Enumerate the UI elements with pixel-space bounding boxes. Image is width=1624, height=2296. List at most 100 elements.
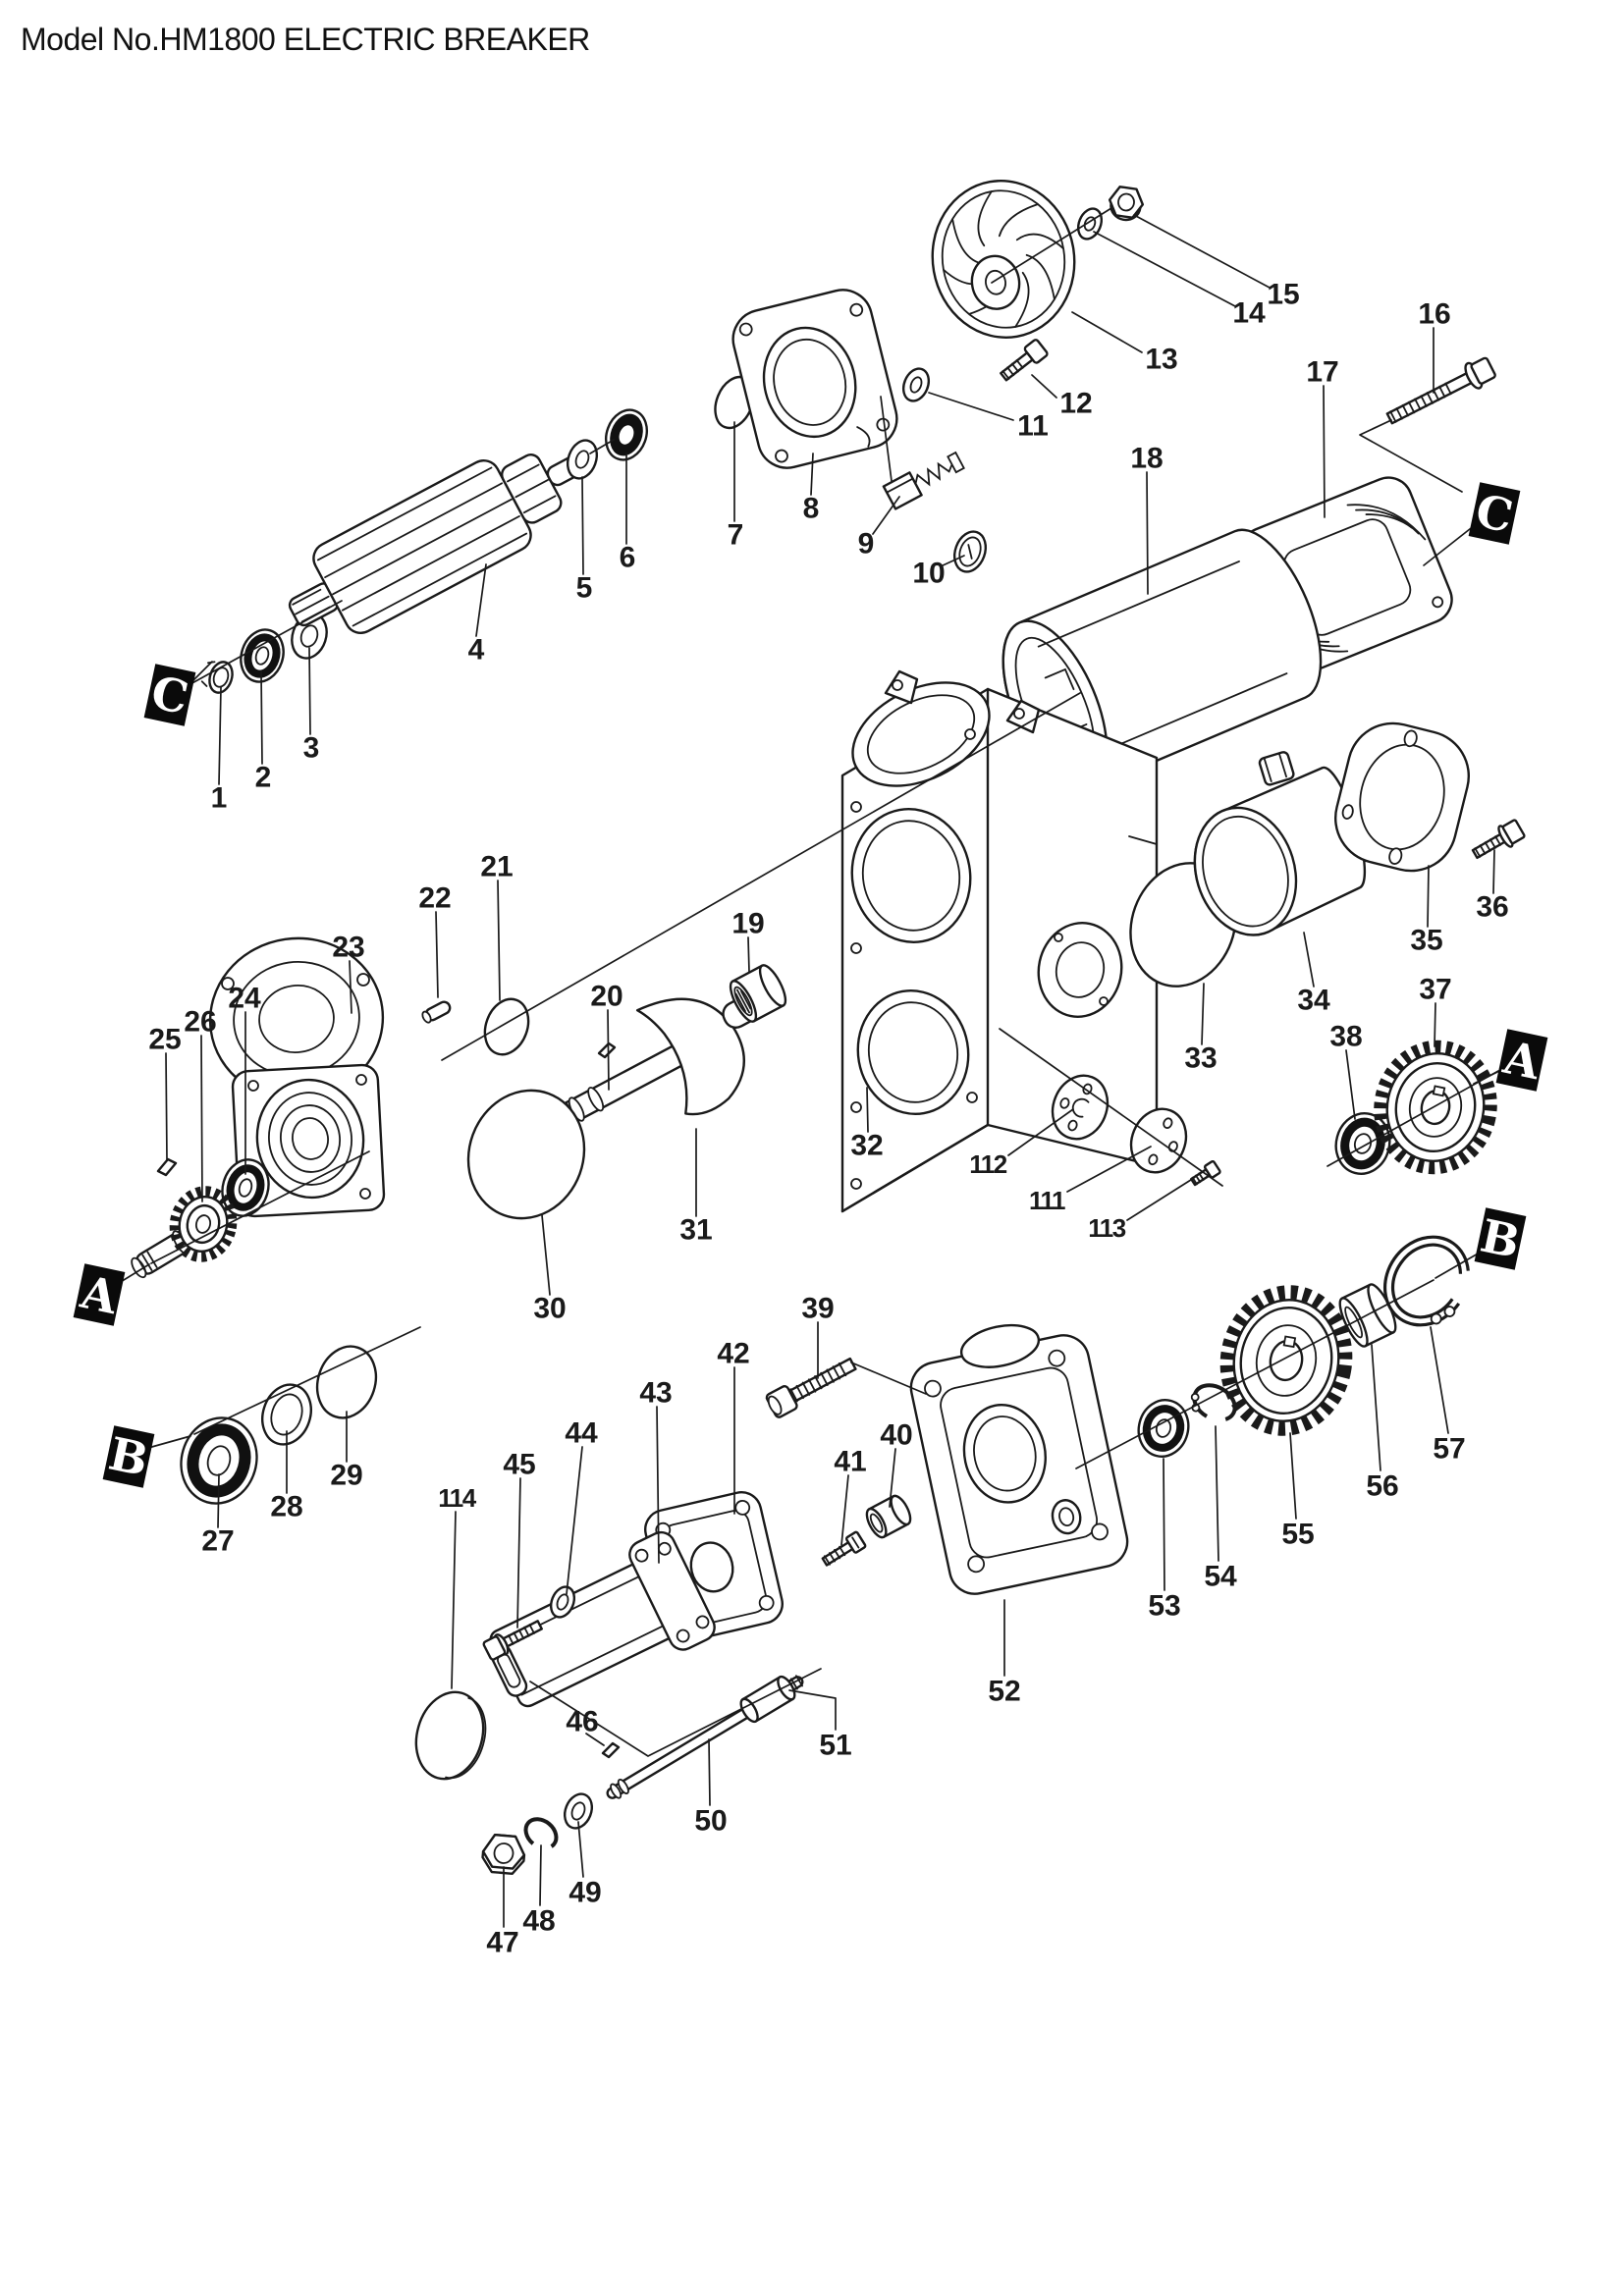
leader-line-46 <box>585 1733 605 1746</box>
part-label-28: 28 <box>270 1491 302 1523</box>
brush-cap-10 <box>952 530 988 573</box>
part-label-14: 14 <box>1232 297 1266 330</box>
gear-55 <box>1219 1285 1353 1436</box>
screw-41 <box>821 1530 867 1567</box>
part-label-21: 21 <box>480 851 513 883</box>
leader-line-21 <box>497 880 501 1001</box>
part-label-112: 112 <box>969 1149 1006 1179</box>
leader-line-44 <box>566 1446 583 1595</box>
part-label-25: 25 <box>148 1024 181 1056</box>
leader-line-36 <box>1492 849 1495 894</box>
part-label-29: 29 <box>330 1460 362 1492</box>
leader-line-3 <box>308 647 311 735</box>
part-label-1: 1 <box>211 782 228 815</box>
section-marker-C: C <box>1468 482 1521 545</box>
marker-leader-C-1 <box>1423 524 1476 566</box>
snap-ring-57 <box>1382 1235 1471 1327</box>
leader-line-38 <box>1345 1049 1356 1120</box>
bearing-bracket-8 <box>731 289 898 469</box>
marker-box <box>1495 1029 1548 1092</box>
leader-line-9 <box>872 496 900 535</box>
disc-112 <box>1051 1074 1110 1141</box>
leader-line-11 <box>928 392 1014 421</box>
washer-11 <box>901 367 931 402</box>
marker-box <box>102 1425 155 1488</box>
washer-49 <box>563 1792 594 1830</box>
sleeve-51 <box>739 1675 796 1724</box>
leader-line-35 <box>1427 865 1430 928</box>
leader-line-56 <box>1371 1344 1381 1471</box>
oring-29 <box>315 1345 378 1419</box>
leader-line-50 <box>708 1738 711 1806</box>
washer-14 <box>1076 207 1104 240</box>
part-label-34: 34 <box>1297 985 1330 1017</box>
marker-box <box>1468 482 1521 545</box>
cover-plate-35 <box>1333 721 1471 873</box>
screw-12 <box>1000 339 1049 382</box>
part-label-39: 39 <box>801 1293 834 1325</box>
key-25 <box>156 1157 178 1177</box>
page-title: Model No.HM1800 ELECTRIC BREAKER <box>21 22 590 57</box>
leader-line-25 <box>165 1052 168 1161</box>
marker-leader-B-5 <box>1435 1252 1481 1279</box>
bearing-2 <box>240 628 285 683</box>
housing-cover-52 <box>909 1323 1129 1595</box>
part-label-50: 50 <box>694 1805 727 1838</box>
seal-ring-6 <box>605 408 648 461</box>
crank-cap-34 <box>1193 751 1367 936</box>
leader-line-43 <box>656 1406 660 1564</box>
leader-line-27 <box>217 1473 220 1528</box>
leader-line-45 <box>516 1477 521 1629</box>
part-label-12: 12 <box>1059 388 1092 420</box>
leader-line-55 <box>1289 1432 1297 1520</box>
marker-leader-A-3 <box>1473 1069 1502 1085</box>
part-label-15: 15 <box>1267 279 1299 311</box>
part-label-6: 6 <box>620 542 636 574</box>
key-20 <box>597 1041 617 1059</box>
part-label-44: 44 <box>565 1417 598 1450</box>
part-label-113: 113 <box>1088 1213 1125 1243</box>
spacer-40 <box>865 1494 912 1539</box>
construction-line-7 <box>193 1326 421 1435</box>
cap-114 <box>414 1690 487 1781</box>
part-label-53: 53 <box>1148 1590 1180 1623</box>
needle-bearing-19 <box>729 964 787 1023</box>
bearing-27 <box>180 1416 258 1505</box>
part-label-32: 32 <box>850 1130 883 1162</box>
part-label-40: 40 <box>880 1419 912 1452</box>
part-label-51: 51 <box>819 1730 851 1762</box>
key-46 <box>601 1741 621 1759</box>
leader-line-26 <box>200 1035 203 1202</box>
screw-36 <box>1471 819 1526 860</box>
part-label-57: 57 <box>1433 1433 1465 1466</box>
marker-box <box>1474 1207 1527 1270</box>
leader-line-14 <box>1093 231 1236 307</box>
leader-line-49 <box>577 1821 584 1878</box>
part-label-52: 52 <box>988 1676 1020 1708</box>
carbon-brush-9 <box>882 451 965 510</box>
washer-44 <box>549 1585 576 1619</box>
section-marker-B: B <box>1474 1207 1527 1270</box>
bolt-39 <box>765 1357 857 1418</box>
part-label-26: 26 <box>184 1006 216 1039</box>
part-label-36: 36 <box>1476 891 1508 924</box>
leader-line-13 <box>1071 311 1143 353</box>
part-label-46: 46 <box>566 1706 598 1738</box>
construction-line-12 <box>850 1362 927 1395</box>
bearing-24 <box>221 1158 270 1217</box>
section-marker-C: C <box>143 664 196 726</box>
ring-28 <box>261 1383 312 1446</box>
construction-line-9 <box>1075 1279 1435 1469</box>
part-label-22: 22 <box>418 882 451 915</box>
leader-line-12 <box>1031 374 1057 399</box>
construction-line-3 <box>991 207 1112 284</box>
armature-4 <box>288 454 586 635</box>
part-label-54: 54 <box>1204 1561 1237 1593</box>
construction-line-10 <box>1326 1070 1499 1167</box>
crankcase-32 <box>840 669 1159 1213</box>
section-marker-A: A <box>73 1263 126 1326</box>
part-label-23: 23 <box>332 932 364 964</box>
part-label-43: 43 <box>639 1377 672 1410</box>
leader-line-51 <box>788 1689 837 1731</box>
